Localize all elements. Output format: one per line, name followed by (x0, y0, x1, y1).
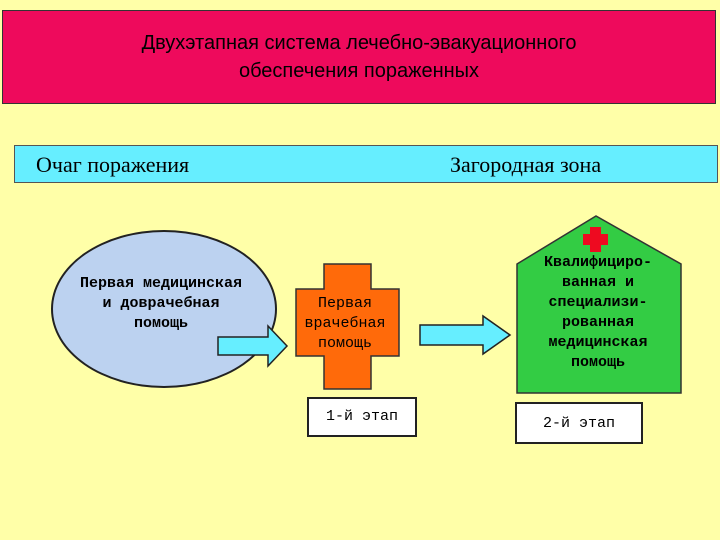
title-line-1: Двухэтапная система лечебно-эвакуационно… (141, 32, 577, 54)
qualified-aid-label: Квалифициро- ванная и специализи- рованн… (519, 253, 677, 391)
zone-band: Очаг поражения Загородная зона (14, 145, 718, 183)
stage-1-box: 1-й этап (307, 397, 417, 437)
qualified-aid-line-6: помощь (570, 354, 625, 371)
title-line-2: обеспечения пораженных (238, 60, 480, 82)
qualified-aid-line-3: специализи- (548, 294, 648, 311)
medical-aid-label: Первая врачебная помощь (290, 294, 400, 354)
zone-label-right: Загородная зона (450, 152, 602, 177)
first-aid-line-2: и доврачебная (102, 295, 220, 312)
medical-aid-line-2: врачебная (304, 315, 386, 332)
hospital-house (516, 215, 682, 394)
qualified-aid-line-1: Квалифициро- (543, 254, 653, 271)
title-banner: Двухэтапная система лечебно-эвакуационно… (2, 10, 716, 104)
medical-aid-line-1: Первая (317, 295, 372, 312)
first-aid-label: Первая медицинская и доврачебная помощь (56, 274, 266, 334)
stage-2-box: 2-й этап (515, 402, 643, 444)
arrow-to-medical-aid (217, 324, 289, 368)
qualified-aid-line-5: медицинская (548, 334, 648, 351)
qualified-aid-line-2: ванная и (561, 274, 634, 291)
zone-label-left: Очаг поражения (36, 152, 190, 177)
first-aid-line-3: помощь (133, 315, 188, 332)
qualified-aid-line-4: рованная (561, 314, 634, 331)
arrow-to-qualified-aid (419, 314, 512, 356)
medical-aid-line-3: помощь (317, 335, 372, 352)
first-aid-line-1: Первая медицинская (79, 275, 243, 292)
first-aid-ellipse (51, 230, 277, 388)
medical-aid-cross (295, 263, 400, 390)
red-cross-icon (583, 227, 608, 252)
